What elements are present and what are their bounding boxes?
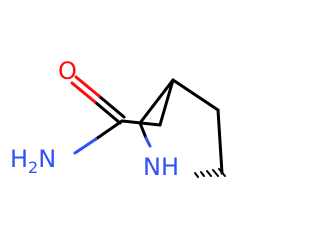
molecule-canvas: O H2N NH bbox=[10, 57, 226, 181]
bond-c2-bridgehead-top bbox=[158, 78, 175, 127]
bond-bridgehead-top-c5 bbox=[171, 78, 220, 112]
hash-line-2 bbox=[212, 169, 219, 177]
bond-bridgehead-top-c7 bbox=[138, 78, 175, 125]
atom-ring-nitrogen-label: NH bbox=[143, 153, 179, 181]
bond-carbonyl-a-carbon bbox=[93, 100, 122, 125]
amide-hydrogen-subscript: 2 bbox=[28, 158, 38, 177]
amide-hydrogen-symbol: H bbox=[10, 145, 28, 173]
atom-amide-nitrogen-label: H2N bbox=[10, 145, 56, 177]
atom-layer: O H2N NH bbox=[10, 57, 179, 181]
bond-c7-nh-nitrogen bbox=[144, 136, 152, 148]
atom-oxygen-label: O bbox=[58, 57, 77, 85]
hash-line-1 bbox=[218, 168, 226, 177]
bond-carbonyl-b-carbon bbox=[97, 94, 126, 119]
amide-nitrogen-symbol: N bbox=[38, 145, 56, 173]
bond-amide-nitrogen bbox=[73, 137, 98, 155]
bond-carbonyl-a-oxygen bbox=[70, 81, 97, 104]
hash-line-4 bbox=[200, 171, 205, 177]
bond-hashed-wedge bbox=[194, 168, 226, 178]
bond-amide-carbon bbox=[94, 119, 124, 141]
bond-c5-c6 bbox=[216, 108, 224, 175]
hash-line-5 bbox=[194, 172, 199, 178]
hash-line-3 bbox=[206, 170, 212, 177]
bond-carbonyl-b-oxygen bbox=[74, 75, 101, 98]
bond-layer bbox=[70, 75, 226, 178]
bond-c7-nh-carbon bbox=[138, 121, 148, 140]
